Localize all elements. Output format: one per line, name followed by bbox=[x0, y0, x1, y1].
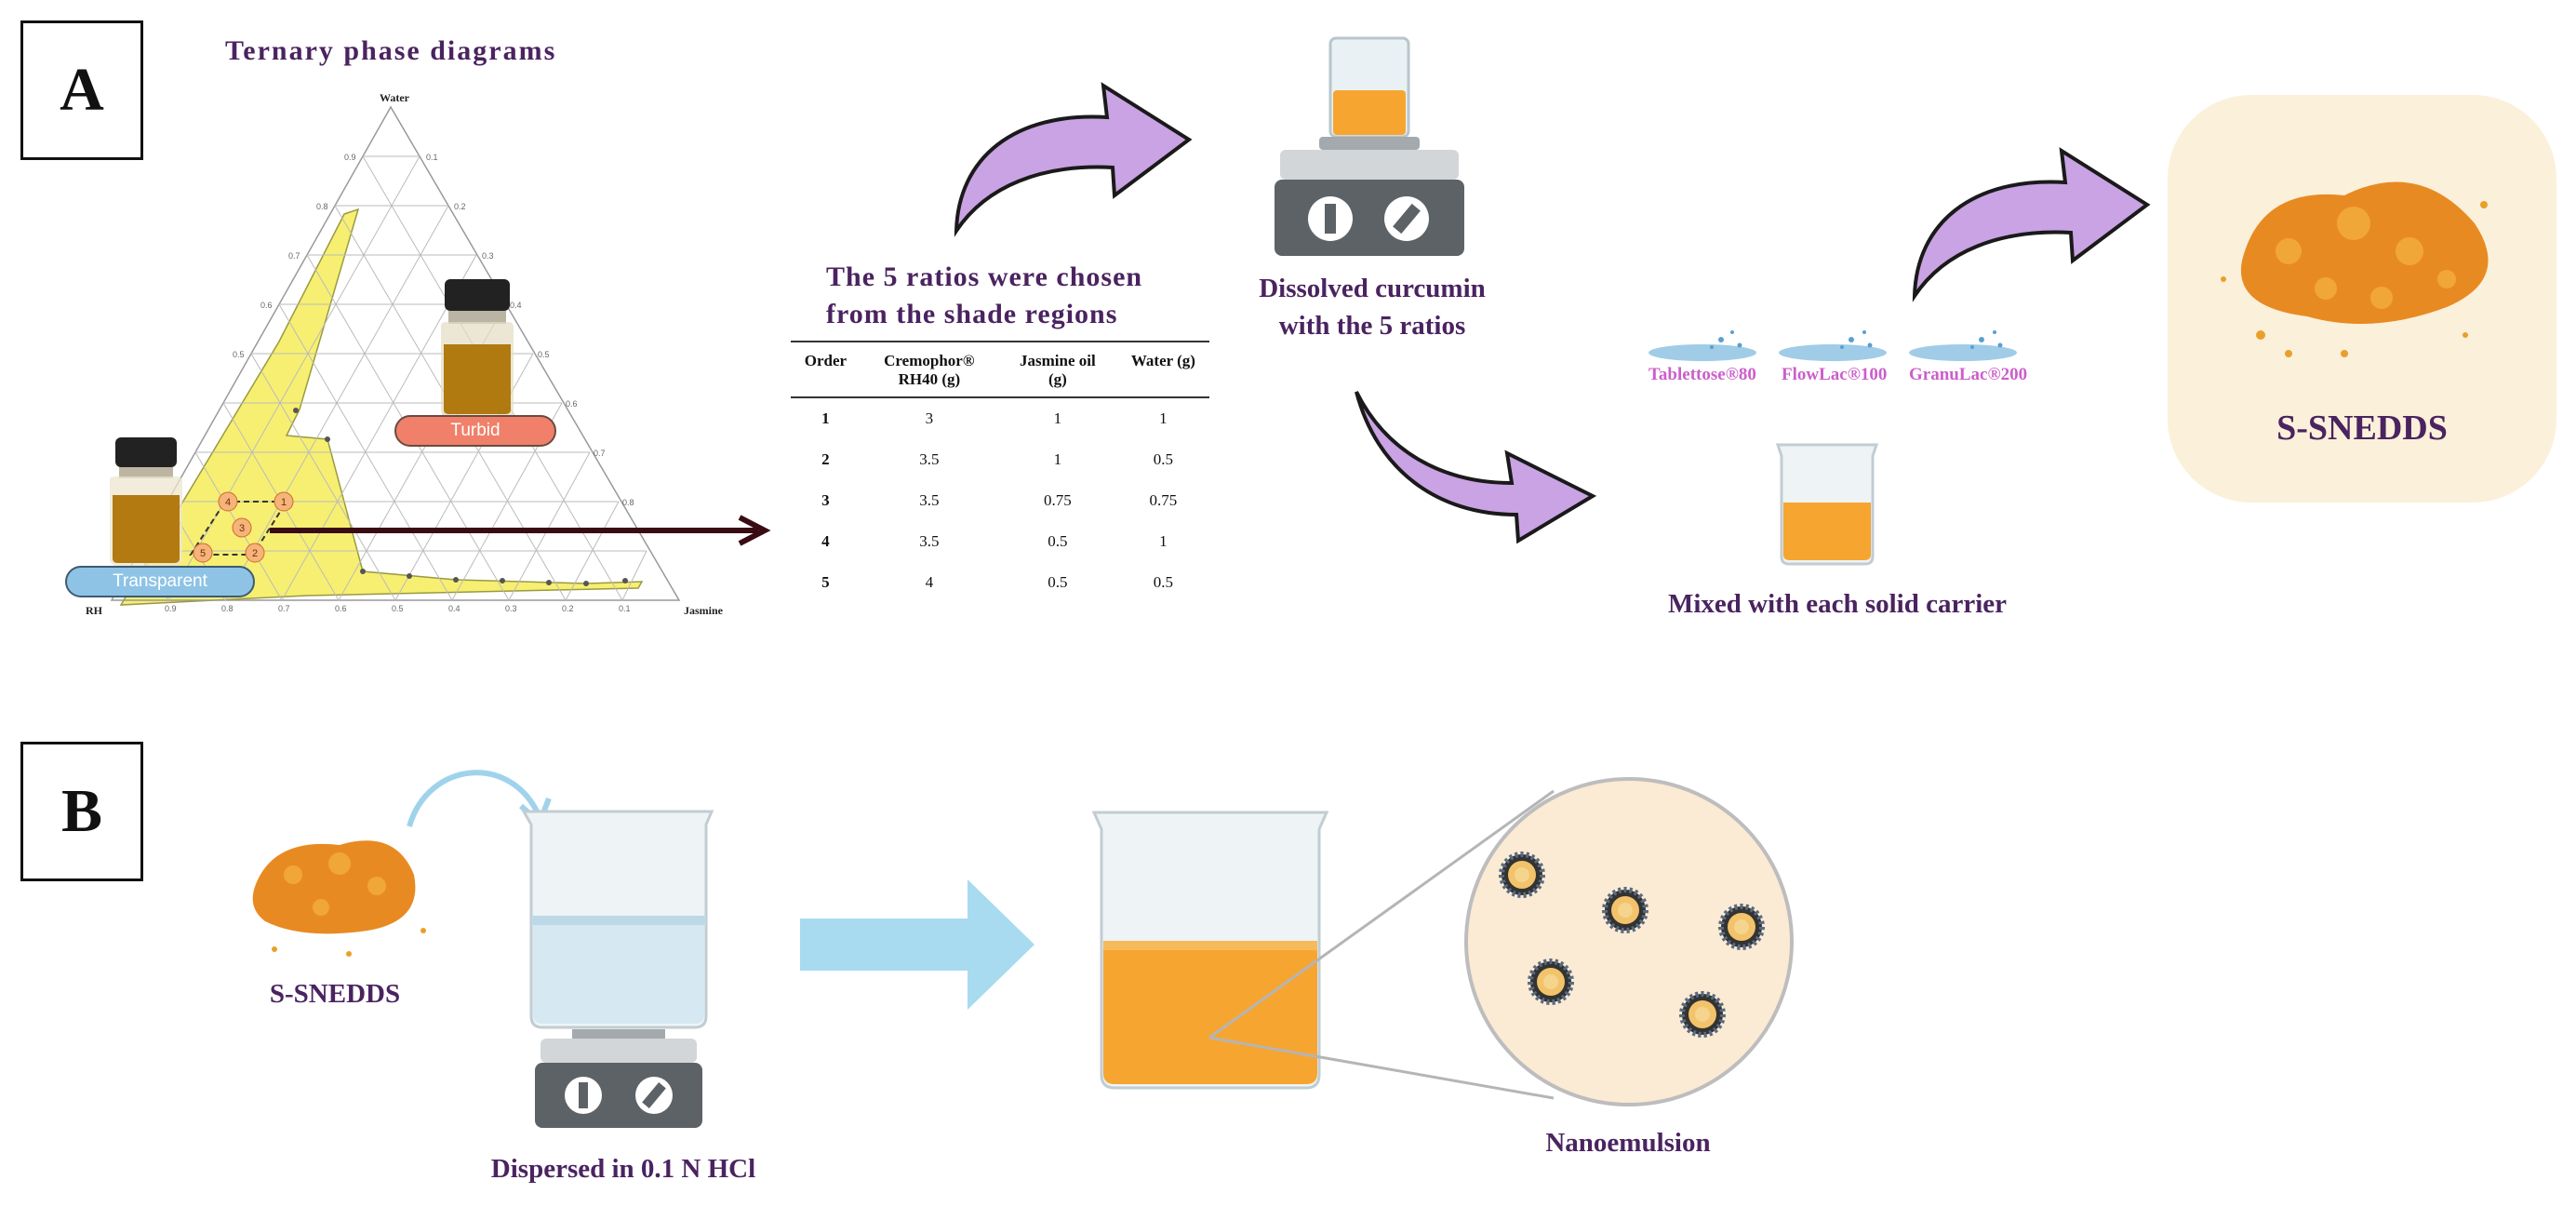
svg-text:0.2: 0.2 bbox=[562, 604, 574, 613]
table-row: 5 4 0.5 0.5 bbox=[791, 562, 1209, 603]
table-row: 4 3.5 0.5 1 bbox=[791, 521, 1209, 562]
svg-text:2: 2 bbox=[252, 548, 258, 559]
micelle-icon bbox=[1499, 852, 1765, 1038]
svg-text:0.1: 0.1 bbox=[619, 604, 631, 613]
cell: 1 bbox=[1053, 450, 1062, 468]
beaker-icon bbox=[1775, 443, 1879, 566]
svg-text:0.7: 0.7 bbox=[594, 449, 606, 458]
svg-text:0.1: 0.1 bbox=[426, 153, 438, 162]
ratio-caption-line1: The 5 ratios were chosen bbox=[826, 262, 1143, 292]
svg-text:0.6: 0.6 bbox=[335, 604, 347, 613]
cell: 1 bbox=[1159, 532, 1168, 550]
nanoemulsion-beaker-icon bbox=[1091, 811, 1329, 1090]
flow-arrow-icon bbox=[800, 879, 1034, 1010]
cell: 0.5 bbox=[1048, 573, 1068, 591]
ternary-diagram: 4 1 3 5 2 Water RH Jasmine 0.9 0.8 0.7 0… bbox=[86, 91, 724, 617]
svg-text:4: 4 bbox=[225, 497, 231, 508]
svg-text:0.4: 0.4 bbox=[448, 604, 460, 613]
table-row: 2 3.5 1 0.5 bbox=[791, 439, 1209, 480]
zoom-lines bbox=[1209, 789, 1555, 1100]
turbid-vial-icon bbox=[441, 279, 514, 417]
cell: 0.5 bbox=[1153, 573, 1174, 591]
dissolve-caption: Dissolved curcumin with the 5 ratios bbox=[1214, 270, 1530, 344]
header-order: Order bbox=[791, 341, 861, 398]
mixed-caption: Mixed with each solid carrier bbox=[1667, 589, 2008, 619]
header-cremophor: Cremophor® RH40 (g) bbox=[860, 341, 998, 398]
transparent-vial-icon bbox=[110, 437, 182, 566]
carrier-tablettose: Tablettose®80 bbox=[1648, 365, 1756, 384]
cell: 3.5 bbox=[919, 491, 940, 509]
panel-b-label: B bbox=[20, 742, 143, 881]
cell: 3 bbox=[821, 491, 830, 509]
carrier-granulac: GranuLac®200 bbox=[1909, 365, 2028, 384]
dispersed-caption: Dispersed in 0.1 N HCl bbox=[490, 1154, 756, 1184]
svg-text:0.7: 0.7 bbox=[288, 251, 300, 261]
pointer-arrow-icon bbox=[270, 515, 771, 546]
header-water: Water (g) bbox=[1116, 341, 1209, 398]
product-label: S-SNEDDS bbox=[2276, 409, 2448, 448]
table-row: 1 3 1 1 bbox=[791, 397, 1209, 439]
powder-label-b: S-SNEDDS bbox=[269, 979, 401, 1009]
svg-text:0.3: 0.3 bbox=[505, 604, 517, 613]
powder-pile-icon bbox=[252, 840, 426, 957]
curved-arrow-icon bbox=[1912, 147, 2151, 302]
panel-a-label: A bbox=[20, 20, 143, 160]
ratio-table: Order Cremophor® RH40 (g) Jasmine oil (g… bbox=[791, 341, 1209, 603]
ratio-caption-line2: from the shade regions bbox=[826, 299, 1118, 329]
svg-text:5: 5 bbox=[200, 548, 206, 559]
nanoemulsion-zoom-circle bbox=[1464, 777, 1794, 1106]
cell: 5 bbox=[821, 573, 830, 591]
svg-text:0.5: 0.5 bbox=[392, 604, 404, 613]
cell: 0.75 bbox=[1149, 491, 1178, 509]
cell: 1 bbox=[1159, 409, 1168, 427]
hotplate-beaker-icon bbox=[1275, 36, 1464, 256]
svg-text:0.6: 0.6 bbox=[260, 301, 273, 310]
curved-arrow-icon bbox=[1355, 391, 1597, 544]
svg-text:0.9: 0.9 bbox=[344, 153, 356, 162]
curved-arrow-icon bbox=[954, 82, 1193, 237]
svg-text:0.8: 0.8 bbox=[221, 604, 234, 613]
table-row: 3 3.5 0.75 0.75 bbox=[791, 480, 1209, 521]
ratio-caption: The 5 ratios were chosen from the shade … bbox=[826, 259, 1142, 333]
cell: 3.5 bbox=[919, 532, 940, 550]
svg-text:0.6: 0.6 bbox=[566, 399, 578, 409]
ternary-title: Ternary phase diagrams bbox=[225, 35, 557, 66]
ratio-table-header: Order Cremophor® RH40 (g) Jasmine oil (g… bbox=[791, 341, 1209, 398]
svg-text:0.2: 0.2 bbox=[454, 202, 466, 211]
cell: 0.5 bbox=[1048, 532, 1068, 550]
cell: 0.75 bbox=[1043, 491, 1072, 509]
nano-caption: Nanoemulsion bbox=[1545, 1128, 1711, 1158]
dissolve-caption-line2: with the 5 ratios bbox=[1278, 311, 1466, 341]
svg-text:Water: Water bbox=[380, 91, 410, 104]
svg-text:1: 1 bbox=[281, 497, 287, 508]
carrier-powder-icon bbox=[1648, 330, 2017, 361]
svg-text:RH: RH bbox=[86, 604, 103, 617]
turbid-label: Turbid bbox=[394, 415, 556, 447]
cell: 3 bbox=[925, 409, 934, 427]
svg-text:0.5: 0.5 bbox=[233, 350, 245, 359]
shade-region bbox=[119, 208, 644, 606]
cell: 4 bbox=[925, 573, 934, 591]
hotplate-water-beaker-icon bbox=[521, 810, 714, 1128]
cell: 2 bbox=[821, 450, 830, 468]
cell: 0.5 bbox=[1153, 450, 1174, 468]
powder-pile-icon bbox=[2221, 181, 2489, 357]
cell: 3.5 bbox=[919, 450, 940, 468]
svg-text:0.5: 0.5 bbox=[538, 350, 550, 359]
transparent-label: Transparent bbox=[65, 566, 255, 597]
cell: 1 bbox=[821, 409, 830, 427]
svg-text:0.8: 0.8 bbox=[316, 202, 328, 211]
carrier-flowlac: FlowLac®100 bbox=[1782, 365, 1888, 384]
svg-text:0.4: 0.4 bbox=[510, 301, 522, 310]
svg-text:0.9: 0.9 bbox=[165, 604, 177, 613]
cell: 4 bbox=[821, 532, 830, 550]
svg-text:0.7: 0.7 bbox=[278, 604, 290, 613]
cell: 1 bbox=[1053, 409, 1062, 427]
header-jasmine: Jasmine oil (g) bbox=[997, 341, 1117, 398]
svg-text:0.3: 0.3 bbox=[482, 251, 494, 261]
svg-text:Jasmine: Jasmine bbox=[684, 604, 724, 617]
svg-text:3: 3 bbox=[239, 523, 245, 534]
svg-text:0.8: 0.8 bbox=[622, 498, 634, 507]
dissolve-caption-line1: Dissolved curcumin bbox=[1259, 274, 1486, 303]
